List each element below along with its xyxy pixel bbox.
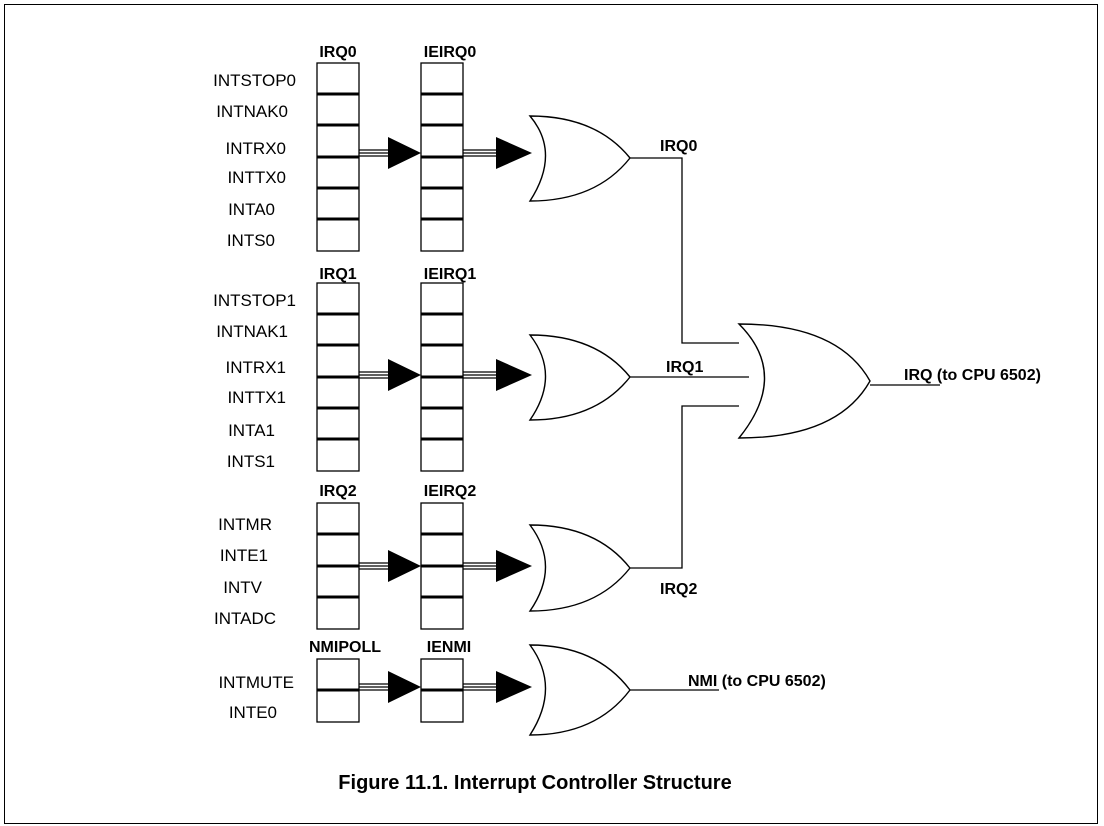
enable-register-header: IEIRQ1 — [424, 266, 477, 283]
signal-label: INTMR — [218, 515, 272, 534]
status-register-cells — [316, 502, 360, 630]
irq-combiner: IRQ (to CPU 6502) — [737, 323, 1041, 439]
signal-label: INTTX0 — [227, 168, 286, 187]
bus-arrow — [463, 671, 532, 703]
enable-register-cells — [420, 282, 464, 472]
enable-register-cells — [420, 502, 464, 630]
irq-output-label: IRQ (to CPU 6502) — [904, 367, 1041, 384]
figure-caption: Figure 11.1. Interrupt Controller Struct… — [338, 772, 731, 794]
bus-arrow — [463, 359, 532, 391]
irq2-wire — [630, 405, 739, 569]
status-register-cells — [316, 658, 360, 723]
irq0-wire — [630, 157, 739, 344]
signal-label: INTTX1 — [227, 388, 286, 407]
bus-arrow — [463, 550, 532, 582]
signal-label: INTADC — [214, 609, 276, 628]
nmi-output-suffix: (to CPU 6502) — [717, 673, 825, 690]
final-or-gate — [737, 323, 871, 439]
signal-label: INTRX1 — [226, 358, 286, 377]
group-irq1: IRQ1 IEIRQ1 INTSTOP1 INTNAK1 INTRX1 INTT… — [213, 266, 749, 472]
signal-label: INTRX0 — [226, 139, 286, 158]
nmi-output-prefix: NMI — [688, 673, 717, 690]
signal-label: INTNAK1 — [216, 322, 288, 341]
enable-register-header: IENMI — [427, 639, 471, 656]
signal-label: INTSTOP0 — [213, 71, 296, 90]
irq-output-prefix: IRQ — [904, 367, 932, 384]
signal-labels: INTMR INTE1 INTV INTADC — [214, 515, 276, 628]
enable-register-cells — [420, 62, 464, 252]
signal-label: INTE1 — [220, 546, 268, 565]
gate-output-label: IRQ2 — [660, 581, 697, 598]
signal-label: INTS0 — [227, 231, 275, 250]
signal-label: INTV — [223, 578, 262, 597]
gate-output-label: IRQ0 — [660, 138, 697, 155]
status-register-header: IRQ2 — [319, 483, 356, 500]
signal-label: INTA0 — [228, 200, 275, 219]
signal-labels: INTSTOP1 INTNAK1 INTRX1 INTTX1 INTA1 INT… — [213, 291, 296, 471]
bus-arrow — [359, 137, 421, 169]
enable-register-header: IEIRQ2 — [424, 483, 477, 500]
nmi-output-label: NMI (to CPU 6502) — [688, 673, 826, 690]
or-gate — [528, 115, 631, 202]
signal-label: INTSTOP1 — [213, 291, 296, 310]
group-irq2: IRQ2 IEIRQ2 INTMR INTE1 INTV INTADC — [214, 405, 739, 630]
group-irq0: IRQ0 IEIRQ0 INTSTOP0 INTNAK0 INTRX0 INTT… — [213, 44, 739, 344]
bus-arrow — [359, 671, 421, 703]
irq-output-suffix: (to CPU 6502) — [932, 367, 1040, 384]
enable-register-header: IEIRQ0 — [424, 44, 477, 61]
bus-arrow — [359, 550, 421, 582]
figure-frame — [4, 4, 1098, 824]
status-register-cells — [316, 62, 360, 252]
status-register-header: IRQ0 — [319, 44, 356, 61]
or-gate — [528, 524, 631, 612]
bus-arrow — [463, 137, 532, 169]
status-register-header: IRQ1 — [319, 266, 356, 283]
bus-arrow — [359, 359, 421, 391]
signal-label: INTS1 — [227, 452, 275, 471]
or-gate — [528, 644, 631, 736]
signal-label: INTA1 — [228, 421, 275, 440]
signal-labels: INTMUTE INTE0 — [218, 673, 294, 722]
signal-label: INTMUTE — [218, 673, 294, 692]
signal-labels: INTSTOP0 INTNAK0 INTRX0 INTTX0 INTA0 INT… — [213, 71, 296, 250]
gate-output-label: IRQ1 — [666, 359, 703, 376]
enable-register-cells — [420, 658, 464, 723]
status-register-header: NMIPOLL — [309, 639, 381, 656]
status-register-cells — [316, 282, 360, 472]
signal-label: INTE0 — [229, 703, 277, 722]
group-nmi: NMIPOLL IENMI INTMUTE INTE0 — [218, 639, 826, 736]
or-gate — [528, 334, 631, 421]
signal-label: INTNAK0 — [216, 102, 288, 121]
